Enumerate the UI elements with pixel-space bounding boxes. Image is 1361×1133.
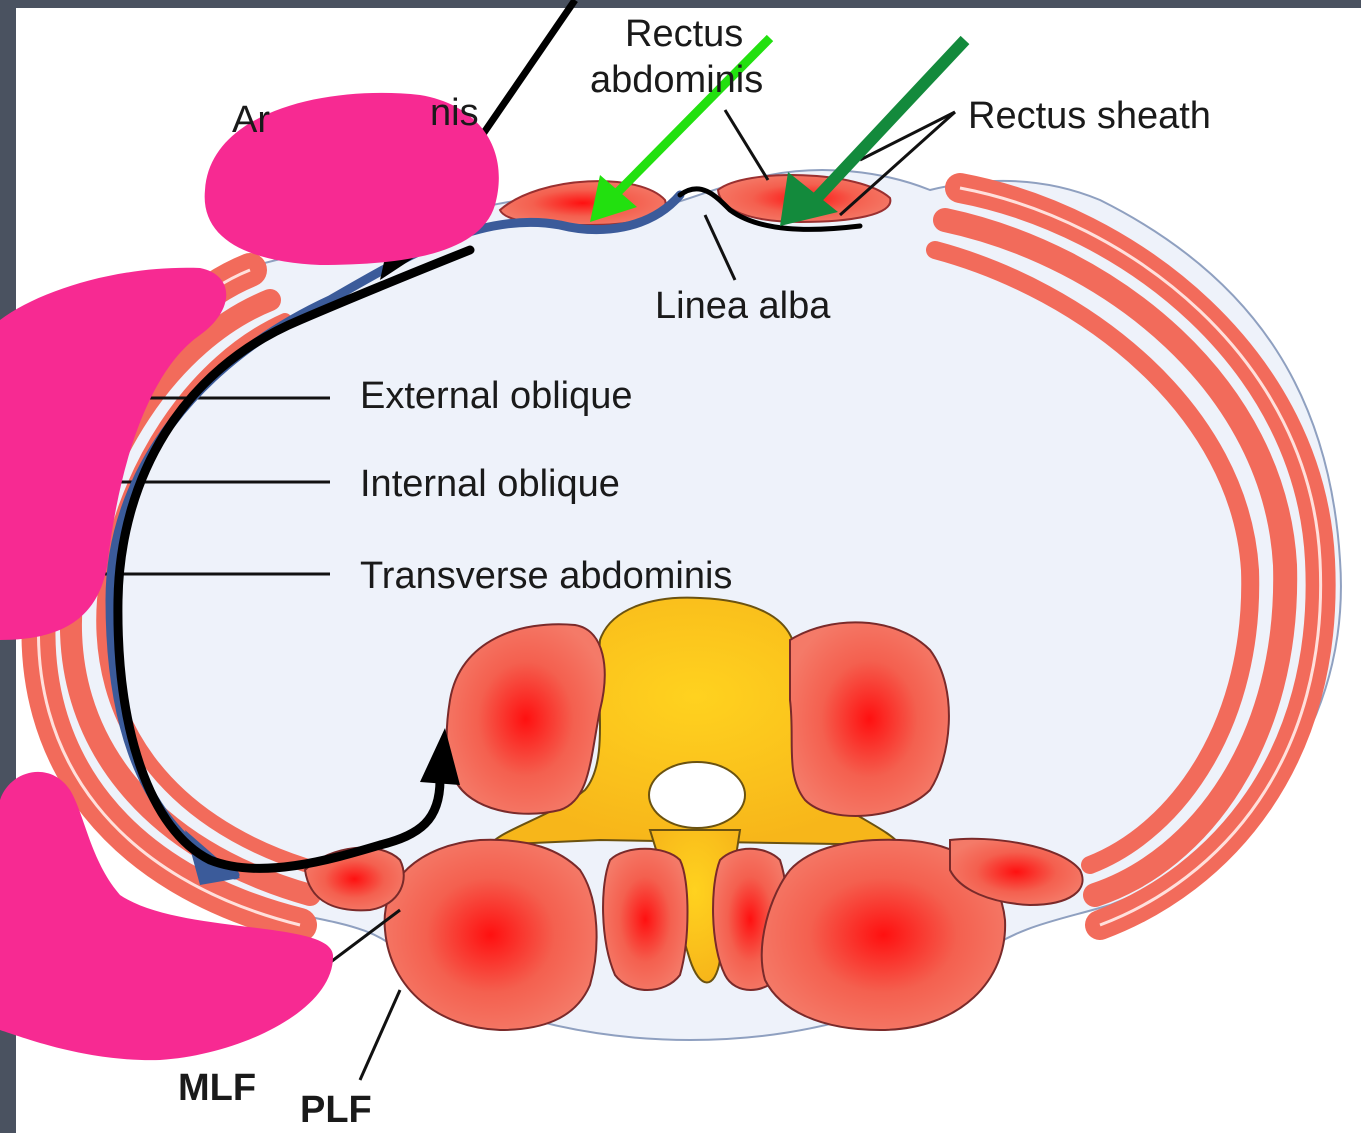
label-external-oblique: External oblique [360,375,633,417]
label-rectus: Rectus [625,13,743,55]
label-anterior-partial: Ar [232,99,270,141]
label-internal-oblique: Internal oblique [360,463,620,505]
label-anterior-partial-end: nis [430,92,479,134]
label-rectus-sheath: Rectus sheath [968,95,1211,137]
label-linea-alba: Linea alba [655,285,831,327]
label-mlf: MLF [178,1067,256,1109]
label-transverse-abdominis: Transverse abdominis [360,555,732,597]
label-abdominis: abdominis [590,59,763,101]
label-plf: PLF [300,1089,372,1131]
